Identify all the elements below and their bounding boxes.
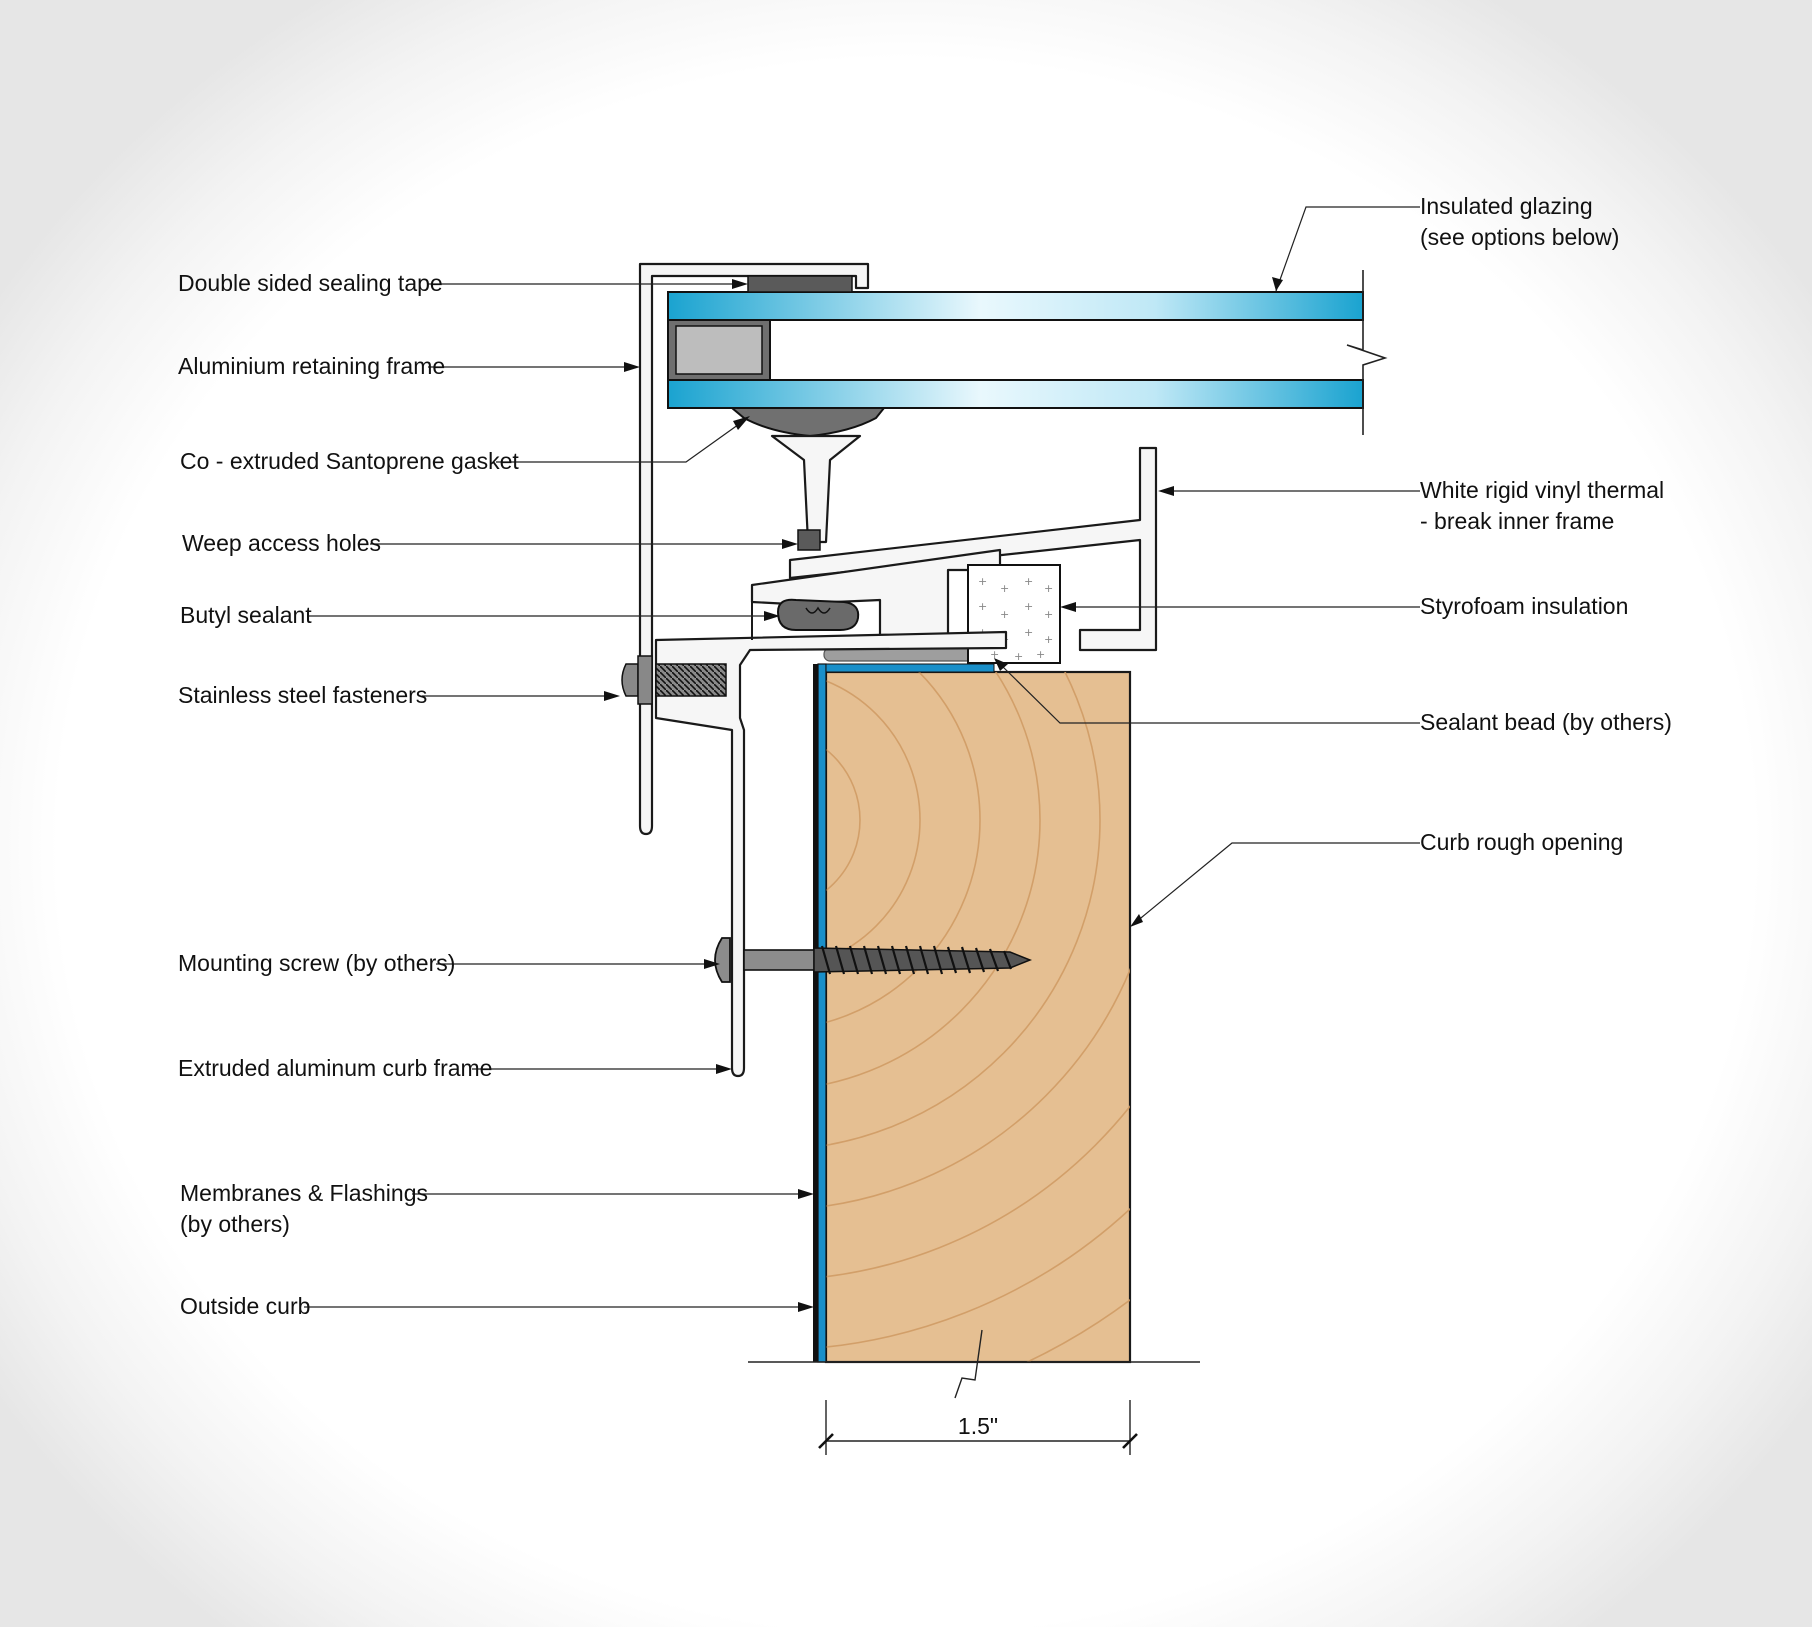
insulated-glazing-unit	[667, 270, 1388, 435]
svg-text:+: +	[1044, 608, 1053, 621]
dimension-label: 1.5"	[958, 1413, 998, 1439]
svg-text:+: +	[1000, 582, 1009, 595]
svg-text:+: +	[1014, 650, 1023, 663]
svg-text:+: +	[1044, 633, 1053, 646]
butyl-sealant	[776, 598, 860, 631]
svg-text:+: +	[1036, 648, 1045, 661]
label-weep-access-holes: Weep access holes	[182, 530, 381, 556]
label-aluminium-retaining-frame: Aluminium retaining frame	[178, 353, 445, 379]
label-styrofoam: Styrofoam insulation	[1420, 593, 1628, 619]
label-white-vinyl-frame-2: - break inner frame	[1420, 508, 1614, 534]
double-sided-tape	[747, 275, 853, 293]
leader-lines	[304, 206, 1420, 1312]
santoprene-gasket	[729, 407, 887, 438]
label-double-sided-tape: Double sided sealing tape	[178, 270, 443, 296]
stainless-fastener	[621, 655, 727, 705]
callout-labels: Insulated glazing (see options below) Do…	[178, 193, 1672, 1319]
vinyl-thermal-break-frame	[788, 446, 1158, 652]
label-membranes-flashings: Membranes & Flashings	[180, 1180, 428, 1206]
svg-text:+: +	[1024, 600, 1033, 613]
svg-text:+: +	[1024, 626, 1033, 639]
svg-text:+: +	[990, 648, 999, 661]
membrane-top	[825, 663, 995, 673]
svg-text:+: +	[1044, 582, 1053, 595]
mounting-screw	[714, 937, 1033, 983]
svg-text:+: +	[978, 600, 987, 613]
label-outside-curb: Outside curb	[180, 1293, 310, 1319]
outside-curb-edge	[813, 664, 818, 1362]
label-white-vinyl-frame: White rigid vinyl thermal	[1420, 477, 1664, 503]
label-santoprene-gasket: Co - extruded Santoprene gasket	[180, 448, 519, 474]
wood-curb	[824, 670, 1132, 1364]
membrane-flashing	[817, 663, 827, 1363]
label-extruded-curb-frame: Extruded aluminum curb frame	[178, 1055, 492, 1081]
weep-hole	[797, 529, 821, 551]
gasket-stem	[770, 434, 862, 544]
label-membranes-by-others: (by others)	[180, 1211, 290, 1237]
label-mounting-screw: Mounting screw (by others)	[178, 950, 455, 976]
label-insulated-glazing: Insulated glazing	[1420, 193, 1593, 219]
svg-text:+: +	[978, 575, 987, 588]
label-curb-rough-opening: Curb rough opening	[1420, 829, 1623, 855]
svg-text:+: +	[1024, 575, 1033, 588]
break-symbol	[954, 1329, 983, 1399]
label-insulated-glazing-note: (see options below)	[1420, 224, 1619, 250]
label-sealant-bead: Sealant bead (by others)	[1420, 709, 1672, 735]
svg-text:+: +	[1000, 608, 1009, 621]
dimension-line: 1.5"	[818, 1400, 1138, 1455]
label-stainless-fasteners: Stainless steel fasteners	[178, 682, 427, 708]
label-butyl-sealant: Butyl sealant	[180, 602, 312, 628]
